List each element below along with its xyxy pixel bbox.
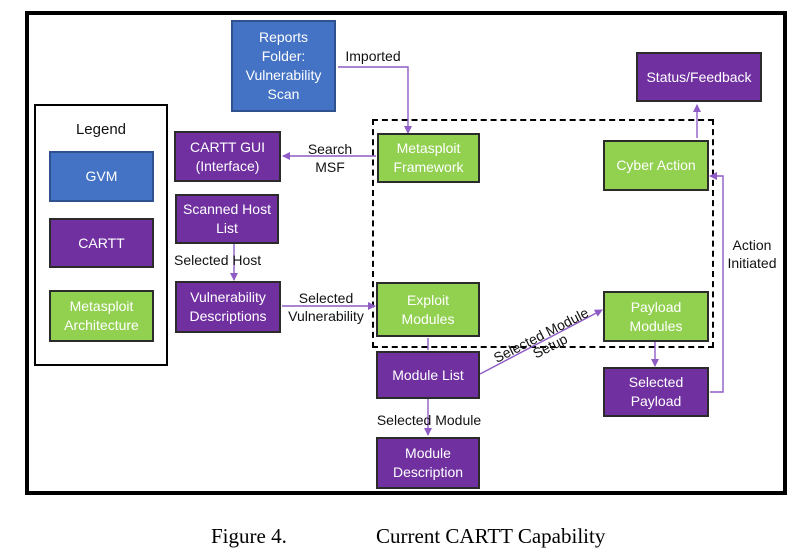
label-imported: Imported [345, 48, 401, 64]
legend-cartt: CARTT [49, 218, 154, 268]
edge-action-initiated [709, 172, 724, 393]
node-selected-payload: Selected Payload [603, 367, 709, 417]
node-vulnerability-descriptions: Vulnerability Descriptions [175, 281, 281, 333]
legend-metasploit-architecture: Metasploit Architecture [49, 290, 154, 342]
node-module-list: Module List [376, 351, 480, 399]
node-payload-modules: Payload Modules [603, 291, 709, 342]
figure-caption: Figure 4. Current CARTT Capability [0, 522, 810, 552]
node-reports-folder: Reports Folder: Vulnerability Scan [231, 20, 336, 112]
caption-number: Figure 4. [211, 524, 287, 548]
label-search-msf: Search MSF [307, 141, 353, 175]
node-status-feedback: Status/Feedback [636, 52, 762, 102]
node-metasploit-framework: Metasploit Framework [377, 133, 480, 183]
node-cyber-action: Cyber Action [603, 140, 709, 191]
label-action-initiated: Action Initiated [727, 237, 777, 271]
legend-title: Legend [75, 121, 127, 138]
metasploit-boundary [372, 119, 714, 348]
label-selected-module: Selected Module [376, 412, 482, 428]
node-scanned-host-list: Scanned Host List [175, 194, 279, 244]
caption-title: Current CARTT Capability [376, 524, 606, 548]
node-module-description: Module Description [376, 437, 480, 489]
label-selected-host: Selected Host [174, 252, 262, 268]
label-selected-vulnerability: Selected Vulnerability [288, 290, 364, 324]
edge-imported [338, 66, 412, 134]
legend-gvm: GVM [49, 151, 154, 202]
node-cartt-gui: CARTT GUI (Interface) [174, 131, 281, 182]
edge-selected-module-setup [479, 309, 603, 375]
node-exploit-modules: Exploit Modules [376, 282, 480, 337]
